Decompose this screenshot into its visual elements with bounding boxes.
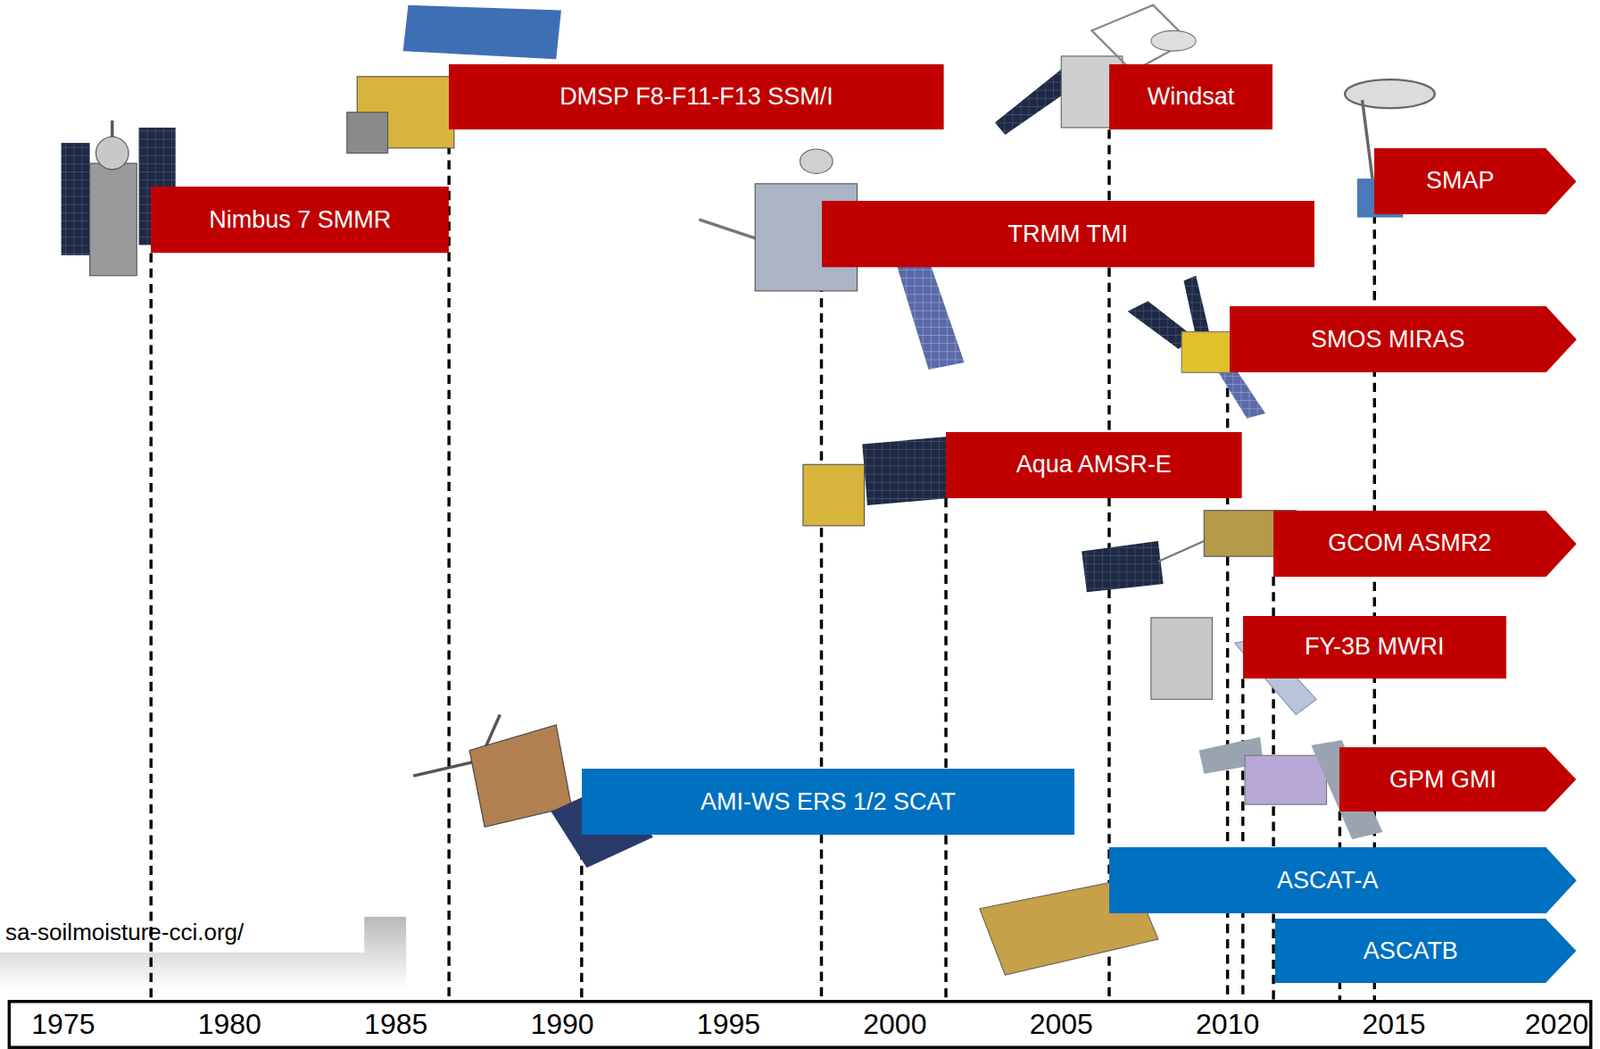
bar-body: ASCATB (1275, 918, 1546, 983)
mission-name: AMI-WS ERS 1/2 SCAT (700, 787, 956, 816)
bar-body: GCOM ASMR2 (1273, 510, 1546, 577)
mission-name: GCOM ASMR2 (1327, 529, 1492, 557)
mission-name: GPM GMI (1389, 765, 1497, 794)
mission-name: TRMM TMI (1007, 220, 1128, 249)
bar-fill (1275, 918, 1576, 983)
bar-body: SMAP (1374, 148, 1546, 215)
bar-fill (1273, 510, 1577, 577)
bar-fill (448, 64, 945, 130)
mission-name: Aqua AMSR-E (1016, 450, 1172, 479)
bar-body: AMI-WS ERS 1/2 SCAT (581, 768, 1075, 835)
mission-bar: AMI-WS ERS 1/2 SCAT (581, 768, 1075, 835)
bar-fill (1243, 615, 1507, 680)
bar-body: Nimbus 7 SMMR (150, 186, 449, 253)
bar-body: Aqua AMSR-E (945, 431, 1243, 498)
mission-name: FY-3B MWRI (1304, 632, 1445, 661)
url-box (0, 911, 365, 953)
bar-fill (1229, 306, 1577, 373)
mission-bar: Aqua AMSR-E (945, 431, 1243, 498)
bar-body: SMOS MIRAS (1229, 306, 1546, 373)
mission-bar: DMSP F8-F11-F13 SSM/I (448, 64, 945, 130)
mission-bar: ASCATB (1275, 918, 1576, 983)
mission-name: ASCAT-A (1276, 866, 1379, 895)
bar-fill (1374, 148, 1576, 215)
mission-name: DMSP F8-F11-F13 SSM/I (559, 82, 834, 111)
mission-bar: SMAP (1374, 148, 1576, 215)
bar-body: TRMM TMI (821, 200, 1315, 267)
source-url: sa-soilmoisture-cci.org/ (5, 918, 244, 946)
year-tick: 1990 (530, 1007, 594, 1041)
year-tick: 2000 (862, 1007, 927, 1041)
mission-bar: SMOS MIRAS (1229, 306, 1577, 373)
year-tick: 1975 (31, 1007, 95, 1041)
bar-fill (581, 768, 1075, 835)
mission-bar: GPM GMI (1339, 746, 1576, 812)
year-tick: 2015 (1361, 1007, 1426, 1041)
mission-bar: FY-3B MWRI (1243, 615, 1507, 680)
year-tick: 1995 (696, 1007, 761, 1041)
mission-bar: Windsat (1109, 64, 1273, 130)
year-tick: 1985 (364, 1007, 428, 1041)
bar-fill (821, 200, 1315, 267)
year-tick: 2010 (1195, 1007, 1260, 1041)
mission-name: Windsat (1147, 82, 1236, 111)
mission-name: ASCATB (1363, 936, 1459, 965)
bar-body: FY-3B MWRI (1243, 615, 1507, 680)
year-tick: 2005 (1029, 1007, 1094, 1041)
mission-name: SMAP (1425, 166, 1495, 195)
bar-body: ASCAT-A (1109, 846, 1546, 913)
bar-body: Windsat (1109, 64, 1273, 130)
mission-name: Nimbus 7 SMMR (208, 206, 391, 234)
mission-bar: GCOM ASMR2 (1273, 510, 1577, 577)
year-tick: 1980 (198, 1007, 262, 1041)
bar-fill (945, 431, 1243, 498)
mission-bar: ASCAT-A (1109, 846, 1577, 913)
mission-bar: Nimbus 7 SMMR (150, 186, 449, 253)
bar-body: GPM GMI (1339, 746, 1546, 812)
mission-name: SMOS MIRAS (1310, 325, 1466, 354)
mission-bar: TRMM TMI (821, 200, 1315, 267)
bar-fill (150, 186, 449, 253)
gcom-satellite (1081, 510, 1296, 592)
year-tick: 2020 (1525, 1007, 1589, 1041)
bar-body: DMSP F8-F11-F13 SSM/I (448, 64, 945, 130)
bar-fill (1339, 746, 1576, 812)
axis-box (8, 1001, 1591, 1047)
bar-fill (1109, 846, 1577, 913)
bar-fill (1109, 64, 1273, 130)
